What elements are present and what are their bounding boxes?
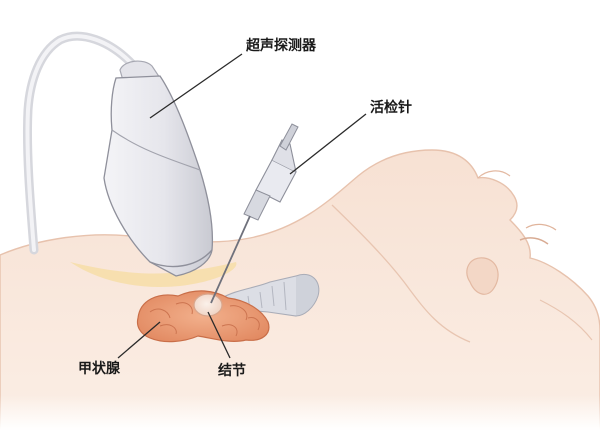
ultrasound-probe xyxy=(22,31,214,277)
leader-probe xyxy=(149,53,243,119)
ear xyxy=(466,257,499,295)
leader-thyroid xyxy=(117,321,161,359)
leader-lines xyxy=(117,53,367,359)
bottom-fade xyxy=(0,395,600,430)
jaw-line xyxy=(331,204,471,343)
leader-nodule xyxy=(207,311,231,359)
gel-layer xyxy=(70,262,237,287)
label-ultrasound-probe: 超声探测器 xyxy=(246,38,316,54)
label-nodule: 结节 xyxy=(218,363,246,379)
nose xyxy=(477,170,511,179)
closed-eye xyxy=(519,237,549,245)
leader-needle xyxy=(289,113,367,175)
label-biopsy-needle: 活检针 xyxy=(370,100,412,116)
biopsy-needle xyxy=(210,123,299,304)
hair-line xyxy=(539,299,593,341)
eyebrow xyxy=(525,223,557,231)
nodule xyxy=(193,293,223,317)
label-thyroid: 甲状腺 xyxy=(78,361,120,377)
thyroid-gland xyxy=(136,290,270,343)
